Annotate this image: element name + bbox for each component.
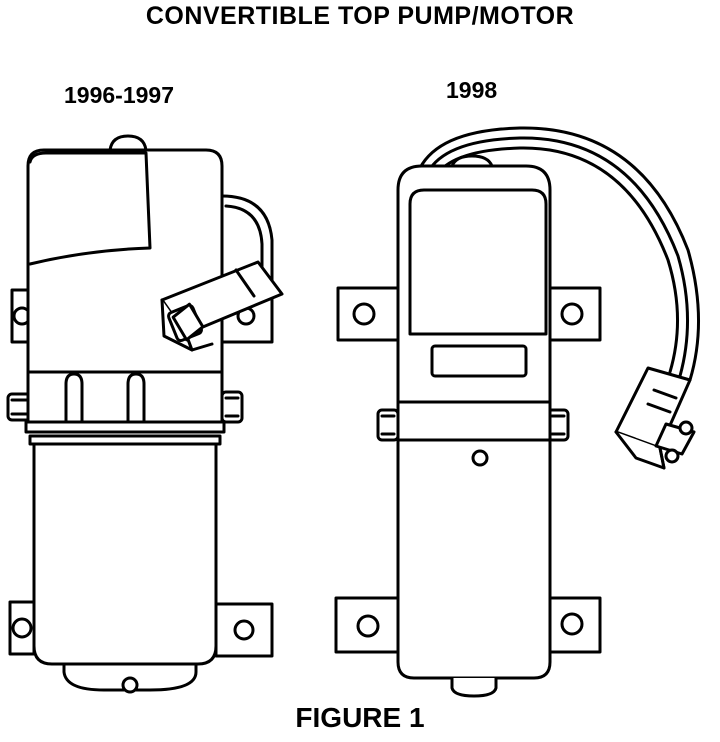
side-bolts-left bbox=[6, 390, 244, 424]
lower-bracket-left bbox=[8, 600, 274, 658]
reservoir-left bbox=[32, 442, 218, 666]
pump-motor-1996-1997 bbox=[6, 134, 284, 694]
connector-plug-right bbox=[614, 366, 696, 470]
diagram-title: CONVERTIBLE TOP PUMP/MOTOR bbox=[145, 2, 575, 30]
pump-section-left bbox=[26, 370, 224, 424]
label-1998: 1998 bbox=[446, 77, 498, 103]
connector-plug-left bbox=[160, 260, 284, 352]
label-1996-1997: 1996-1997 bbox=[64, 82, 174, 108]
pump-motor-1998 bbox=[334, 126, 700, 698]
badge-plate-right bbox=[430, 344, 528, 378]
side-bolts-right bbox=[376, 408, 570, 442]
figure-caption: FIGURE 1 bbox=[295, 702, 425, 733]
